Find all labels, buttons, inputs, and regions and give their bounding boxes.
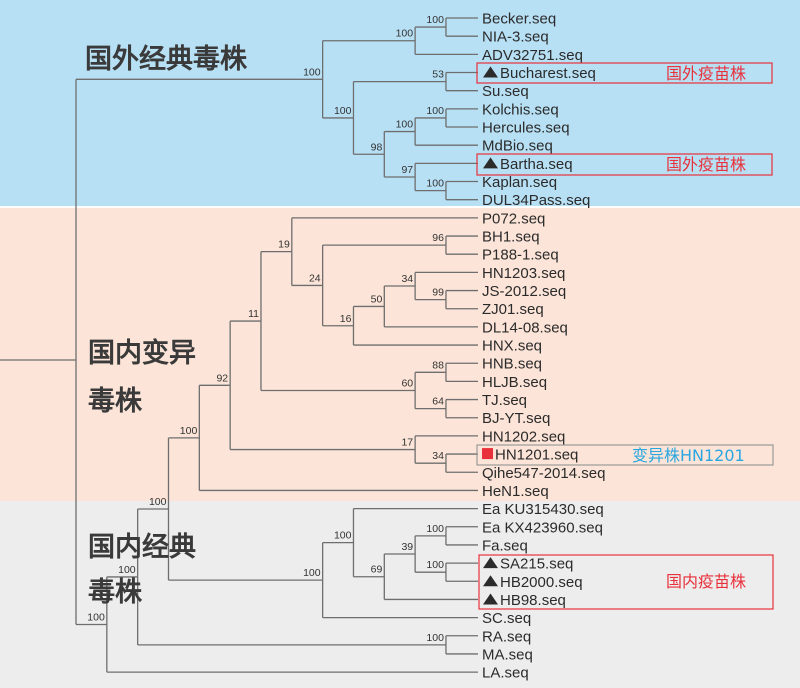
leaf-label: ADV32751.seq xyxy=(482,47,583,64)
bootstrap-value: 100 xyxy=(303,567,321,579)
vaccine-triangle-icon xyxy=(483,66,498,78)
bootstrap-value: 100 xyxy=(426,632,444,644)
leaf-label: Qihe547-2014.seq xyxy=(482,465,605,482)
bootstrap-value: 100 xyxy=(303,66,321,78)
leaf-label: HN1202.seq xyxy=(482,428,565,445)
bootstrap-value: 19 xyxy=(278,239,290,251)
foreign-vaccine-label-2: 国外疫苗株 xyxy=(666,155,746,174)
group-label-foreign-classic: 国外经典毒株 xyxy=(85,43,248,75)
bootstrap-value: 100 xyxy=(149,496,167,508)
foreign-vaccine-label-1: 国外疫苗株 xyxy=(666,64,746,83)
foreign-vaccine-box-2 xyxy=(476,153,773,176)
bootstrap-value: 34 xyxy=(401,273,413,285)
bootstrap-value: 88 xyxy=(432,359,444,371)
vaccine-triangle-icon xyxy=(483,593,498,605)
leaf-label: SC.seq xyxy=(482,610,531,627)
leaf-label: HNB.seq xyxy=(482,356,542,373)
bootstrap-value: 50 xyxy=(371,293,383,305)
band-divider xyxy=(0,206,800,208)
leaf-label: Bucharest.seq xyxy=(500,65,596,82)
bootstrap-value: 100 xyxy=(426,14,444,26)
leaf-label: Ea KX423960.seq xyxy=(482,519,603,536)
leaf-label: ZJ01.seq xyxy=(482,301,544,318)
leaf-label: NIA-3.seq xyxy=(482,29,549,46)
bootstrap-value: 99 xyxy=(432,287,444,299)
leaf-label: DUL34Pass.seq xyxy=(482,192,590,209)
bootstrap-value: 24 xyxy=(309,272,321,284)
leaf-label: HNX.seq xyxy=(482,338,542,355)
leaf-label: BH1.seq xyxy=(482,229,540,246)
bootstrap-value: 34 xyxy=(432,450,444,462)
leaf-label: P188-1.seq xyxy=(482,247,559,264)
leaf-label: HLJB.seq xyxy=(482,374,547,391)
vaccine-triangle-icon xyxy=(483,157,498,169)
bootstrap-value: 100 xyxy=(426,178,444,190)
variant-box xyxy=(476,444,774,466)
bootstrap-value: 69 xyxy=(371,564,383,576)
bootstrap-value: 100 xyxy=(118,564,136,576)
leaf-label: Fa.seq xyxy=(482,537,528,554)
bootstrap-value: 100 xyxy=(426,105,444,117)
leaf-label: MA.seq xyxy=(482,646,533,663)
bootstrap-value: 16 xyxy=(340,313,352,325)
bootstrap-value: 64 xyxy=(432,396,444,408)
domestic-variant-band xyxy=(0,208,800,501)
domestic-vaccine-box xyxy=(478,554,774,610)
bootstrap-value: 100 xyxy=(87,612,105,624)
vaccine-triangle-icon xyxy=(483,575,498,587)
bootstrap-value: 17 xyxy=(401,437,413,449)
leaf-label: Ea KU315430.seq xyxy=(482,501,604,518)
bootstrap-value: 53 xyxy=(432,69,444,81)
vaccine-triangle-icon xyxy=(483,557,498,569)
leaf-label: RA.seq xyxy=(482,628,531,645)
leaf-label: DL14-08.seq xyxy=(482,319,568,336)
leaf-label: HN1203.seq xyxy=(482,265,565,282)
variant-square-icon xyxy=(482,448,493,460)
leaf-label: Kolchis.seq xyxy=(482,101,559,118)
bootstrap-value: 100 xyxy=(396,119,414,131)
bootstrap-values: 100 100 100 100 53 98 100 100 97 100 100 100 100 100 9… xyxy=(87,14,444,644)
leaf-label: LA.seq xyxy=(482,665,529,682)
bootstrap-value: 60 xyxy=(401,377,413,389)
leaf-label: Su.seq xyxy=(482,83,529,100)
bootstrap-value: 100 xyxy=(426,523,444,535)
group-label-domestic-variant-2: 毒株 xyxy=(88,386,143,417)
bootstrap-value: 100 xyxy=(180,425,198,437)
leaf-label: TJ.seq xyxy=(482,392,527,409)
leaf-label: Hercules.seq xyxy=(482,120,570,137)
foreign-classic-band xyxy=(0,0,800,206)
group-label-domestic-classic-2: 毒株 xyxy=(88,577,143,608)
bootstrap-value: 96 xyxy=(432,232,444,244)
bootstrap-value: 39 xyxy=(401,541,413,553)
bootstrap-value: 98 xyxy=(371,141,383,153)
leaf-label: Becker.seq xyxy=(482,11,556,28)
leaf-label: HN1201.seq xyxy=(495,447,578,464)
variant-hn1201-label: 变异株HN1201 xyxy=(632,446,745,465)
group-label-domestic-variant: 国内变异 xyxy=(88,337,196,369)
leaf-label: P072.seq xyxy=(482,210,545,227)
leaf-labels: Becker.seqNIA-3.seqADV32751.seqBucharest… xyxy=(482,11,605,682)
leaf-label: HB98.seq xyxy=(500,592,566,609)
leaf-label: Bartha.seq xyxy=(500,156,573,173)
bootstrap-value: 11 xyxy=(248,308,259,320)
group-label-domestic-classic: 国内经典 xyxy=(88,531,196,563)
leaf-label: HB2000.seq xyxy=(500,574,583,591)
bootstrap-value: 92 xyxy=(216,372,228,384)
leaf-label: SA215.seq xyxy=(500,556,573,573)
foreign-vaccine-box-1 xyxy=(476,62,773,84)
tree-branches xyxy=(0,17,478,673)
bootstrap-value: 100 xyxy=(396,28,414,40)
bootstrap-value: 100 xyxy=(334,105,352,117)
bootstrap-value: 100 xyxy=(426,559,444,571)
domestic-vaccine-label: 国内疫苗株 xyxy=(666,572,746,591)
domestic-classic-band xyxy=(0,501,800,688)
bootstrap-value: 97 xyxy=(401,164,413,176)
leaf-label: JS-2012.seq xyxy=(482,283,566,300)
leaf-label: BJ-YT.seq xyxy=(482,410,550,427)
bootstrap-value: 100 xyxy=(334,530,352,542)
leaf-label: Kaplan.seq xyxy=(482,174,557,191)
leaf-label: HeN1.seq xyxy=(482,483,549,500)
leaf-label: MdBio.seq xyxy=(482,138,553,155)
